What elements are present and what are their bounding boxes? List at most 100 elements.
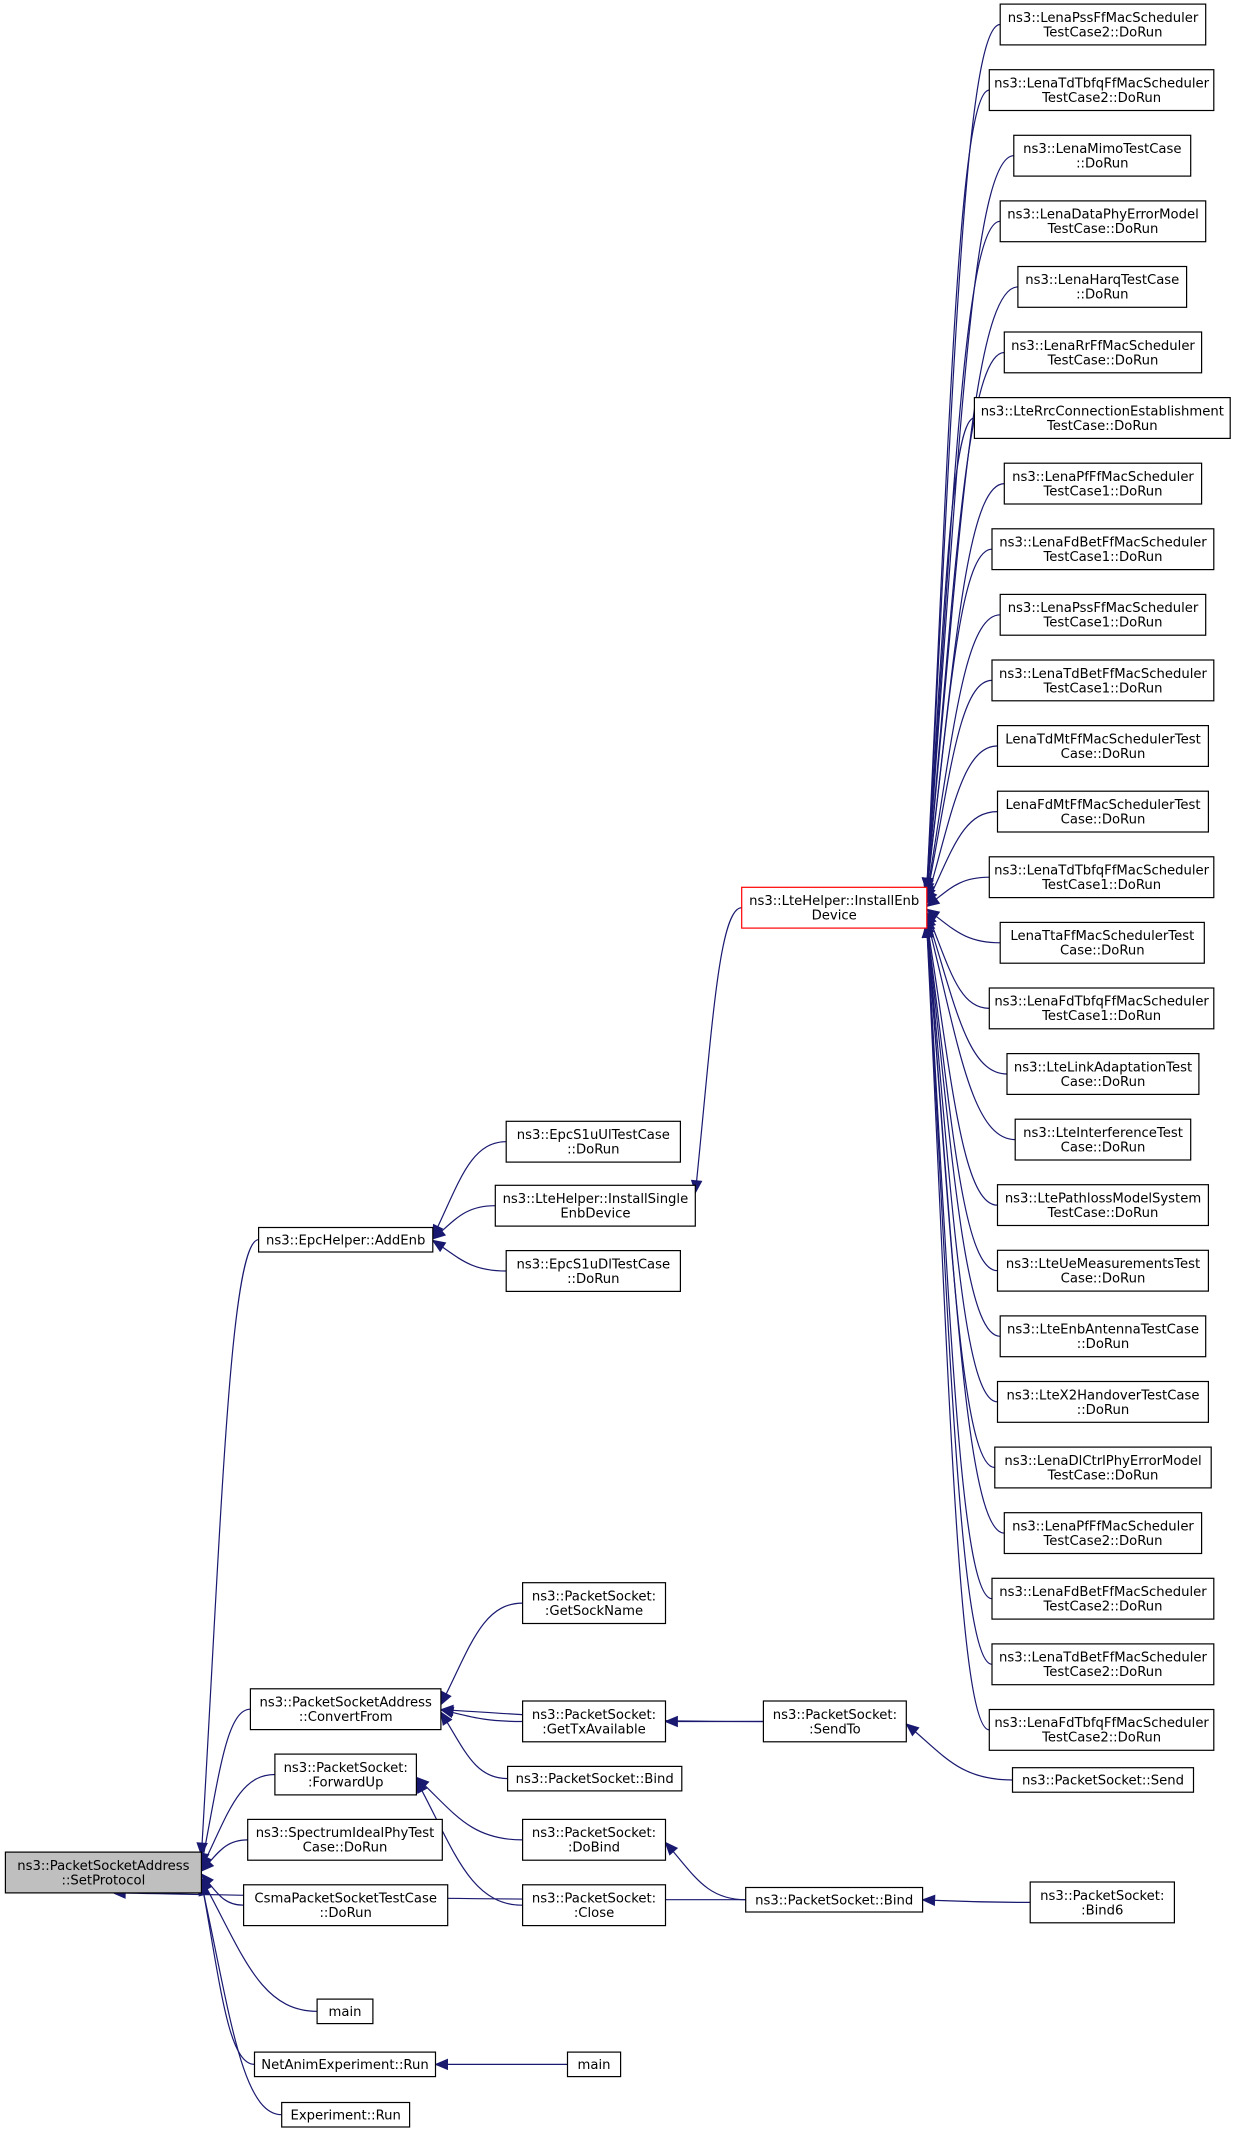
edge-t26-to-installenb	[926, 925, 993, 1665]
edge-t16-to-installenb	[926, 911, 990, 1009]
node-epcs1uul[interactable]: ns3::EpcS1uUlTestCase::DoRun	[505, 1120, 682, 1163]
node-label: TestCase::DoRun	[1047, 353, 1159, 368]
node-t25[interactable]: ns3::LenaFdBetFfMacSchedulerTestCase2::D…	[991, 1577, 1215, 1620]
node-t16[interactable]: ns3::LenaFdTbfqFfMacSchedulerTestCase1::…	[988, 987, 1215, 1030]
edge-t04-to-installenb	[926, 220, 1001, 891]
node-box	[996, 724, 1209, 767]
node-label: TestCase::DoRun	[1047, 1206, 1159, 1221]
node-label: ns3::PacketSocket::Bind	[755, 1893, 913, 1908]
node-close[interactable]: ns3::PacketSocket::Close	[521, 1884, 667, 1927]
node-label: ::DoRun	[1076, 157, 1128, 172]
node-label: TestCase::DoRun	[1047, 1468, 1159, 1483]
node-box	[4, 1851, 203, 1894]
node-label: TestCase2::DoRun	[1042, 25, 1162, 40]
node-csmapacket[interactable]: CsmaPacketSocketTestCase::DoRun	[243, 1884, 449, 1927]
node-netanim_run[interactable]: NetAnimExperiment::Run	[253, 2051, 437, 2078]
edge-getsockname-to-convertfrom	[440, 1602, 523, 1705]
node-box	[973, 397, 1231, 440]
node-box	[1006, 1052, 1200, 1095]
edge-ps_bind_b-to-dobind	[664, 1842, 746, 1901]
edge-t06-to-installenb	[926, 351, 1005, 891]
node-t26[interactable]: ns3::LenaTdBetFfMacSchedulerTestCase2::D…	[991, 1643, 1215, 1686]
node-t14[interactable]: ns3::LenaTdTbfqFfMacSchedulerTestCase1::…	[988, 856, 1215, 899]
node-t11[interactable]: ns3::LenaTdBetFfMacSchedulerTestCase1::D…	[991, 659, 1215, 702]
node-t01[interactable]: ns3::LenaPssFfMacSchedulerTestCase2::DoR…	[999, 3, 1207, 46]
node-label: ns3::LenaFdTbfqFfMacScheduler	[994, 995, 1209, 1010]
node-label: Case::DoRun	[303, 1841, 388, 1856]
node-setprotocol[interactable]: ns3::PacketSocketAddress::SetProtocol	[4, 1851, 203, 1894]
node-t02[interactable]: ns3::LenaTdTbfqFfMacSchedulerTestCase2::…	[988, 69, 1215, 112]
node-box	[316, 1998, 374, 2025]
node-t08[interactable]: ns3::LenaPfFfMacSchedulerTestCase1::DoRu…	[1003, 462, 1203, 505]
edge-t21-to-installenb	[926, 925, 1001, 1337]
arrowhead	[439, 1704, 454, 1717]
node-getsockname[interactable]: ns3::PacketSocket::GetSockName	[521, 1582, 667, 1625]
node-main1[interactable]: main	[316, 1998, 374, 2025]
node-box	[999, 921, 1205, 964]
node-sendto[interactable]: ns3::PacketSocket::SendTo	[762, 1700, 907, 1743]
node-experiment_run[interactable]: Experiment::Run	[281, 2101, 411, 2128]
node-label: ns3::LteEnbAntennaTestCase	[1007, 1323, 1199, 1338]
node-label: ns3::LenaDataPhyErrorModel	[1007, 208, 1199, 223]
node-dobind[interactable]: ns3::PacketSocket::DoBind	[521, 1818, 667, 1861]
nodes-layer: ns3::PacketSocketAddress::SetProtocolns3…	[4, 3, 1231, 2128]
node-main2[interactable]: main	[566, 2051, 622, 2078]
node-box	[991, 1577, 1215, 1620]
node-send[interactable]: ns3::PacketSocket::Send	[1011, 1767, 1195, 1793]
node-label: ns3::LteHelper::InstallSingle	[503, 1192, 689, 1207]
edges-layer	[111, 23, 1031, 2116]
edge-t11-to-installenb	[926, 679, 993, 898]
node-label: main	[578, 2058, 611, 2073]
node-t24[interactable]: ns3::LenaPfFfMacSchedulerTestCase2::DoRu…	[1003, 1512, 1203, 1555]
node-label: ns3::LenaFdBetFfMacScheduler	[999, 536, 1207, 551]
node-label: ns3::PacketSocket:	[773, 1708, 897, 1723]
node-epcs1udl[interactable]: ns3::EpcS1uDlTestCase::DoRun	[505, 1249, 682, 1292]
node-box	[996, 1249, 1209, 1292]
arrowhead	[415, 1779, 428, 1794]
node-epc_addenb[interactable]: ns3::EpcHelper::AddEnb	[258, 1226, 434, 1253]
node-label: Device	[812, 909, 857, 924]
node-label: LenaFdMtFfMacSchedulerTest	[1005, 798, 1200, 813]
node-label: :GetSockName	[545, 1604, 643, 1619]
node-label: TestCase1::DoRun	[1041, 1009, 1161, 1024]
node-convertfrom[interactable]: ns3::PacketSocketAddress::ConvertFrom	[249, 1688, 442, 1731]
node-ps_bind_b[interactable]: ns3::PacketSocket::Bind	[745, 1886, 924, 1913]
arrowhead	[440, 1690, 452, 1706]
node-label: TestCase2::DoRun	[1042, 1534, 1162, 1549]
node-bind6[interactable]: ns3::PacketSocket::Bind6	[1029, 1881, 1175, 1924]
node-t10[interactable]: ns3::LenaPssFfMacSchedulerTestCase1::DoR…	[999, 593, 1207, 636]
node-gettxavail[interactable]: ns3::PacketSocket::GetTxAvailable	[521, 1700, 667, 1743]
node-box	[247, 1818, 443, 1861]
node-label: LenaTdMtFfMacSchedulerTest	[1005, 732, 1201, 747]
node-t21[interactable]: ns3::LteEnbAntennaTestCase::DoRun	[999, 1315, 1207, 1358]
node-t23[interactable]: ns3::LenaDlCtrlPhyErrorModelTestCase::Do…	[994, 1446, 1212, 1489]
edge-epcs1uul-to-epc_addenb	[432, 1141, 507, 1238]
node-t04[interactable]: ns3::LenaDataPhyErrorModelTestCase::DoRu…	[999, 200, 1207, 243]
node-t07[interactable]: ns3::LteRrcConnectionEstablishmentTestCa…	[973, 397, 1231, 440]
node-t27[interactable]: ns3::LenaFdTbfqFfMacSchedulerTestCase2::…	[988, 1708, 1215, 1751]
node-label: ns3::LenaHarqTestCase	[1025, 273, 1179, 288]
node-ps_bind_a[interactable]: ns3::PacketSocket::Bind	[507, 1765, 683, 1792]
node-t03[interactable]: ns3::LenaMimoTestCase::DoRun	[1013, 134, 1192, 177]
node-box	[1003, 331, 1203, 374]
node-label: ns3::PacketSocketAddress	[260, 1696, 432, 1711]
node-t22[interactable]: ns3::LteX2HandoverTestCase::DoRun	[996, 1380, 1209, 1423]
node-label: ns3::LteUeMeasurementsTest	[1006, 1257, 1200, 1272]
node-t09[interactable]: ns3::LenaFdBetFfMacSchedulerTestCase1::D…	[991, 528, 1215, 571]
node-t05[interactable]: ns3::LenaHarqTestCase::DoRun	[1017, 265, 1188, 308]
node-forwardup[interactable]: ns3::PacketSocket::ForwardUp	[274, 1753, 417, 1796]
node-t19[interactable]: ns3::LtePathlossModelSystemTestCase::DoR…	[996, 1184, 1209, 1227]
node-label: ns3::LteLinkAdaptationTest	[1014, 1060, 1192, 1075]
node-box	[741, 886, 928, 929]
node-box	[1017, 265, 1188, 308]
